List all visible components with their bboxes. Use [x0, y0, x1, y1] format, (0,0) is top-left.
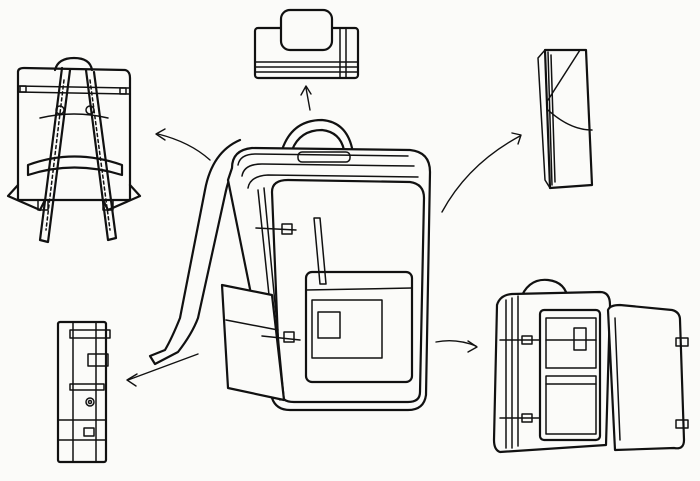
open-clamshell-view	[492, 278, 689, 454]
arrow-to-top-view	[305, 87, 311, 111]
arrow-to-back-view	[157, 133, 211, 161]
arrow-to-side-pocket-view	[441, 135, 521, 213]
arrow-to-open-view	[435, 339, 477, 347]
back-straps-view	[6, 56, 142, 244]
arrows	[126, 85, 522, 387]
side-strap-view	[56, 320, 111, 464]
arrow-to-side-strap-view	[127, 353, 199, 381]
side-pocket-view	[537, 48, 594, 190]
top-handle-view	[253, 8, 360, 80]
main-backpack-view	[148, 118, 432, 412]
